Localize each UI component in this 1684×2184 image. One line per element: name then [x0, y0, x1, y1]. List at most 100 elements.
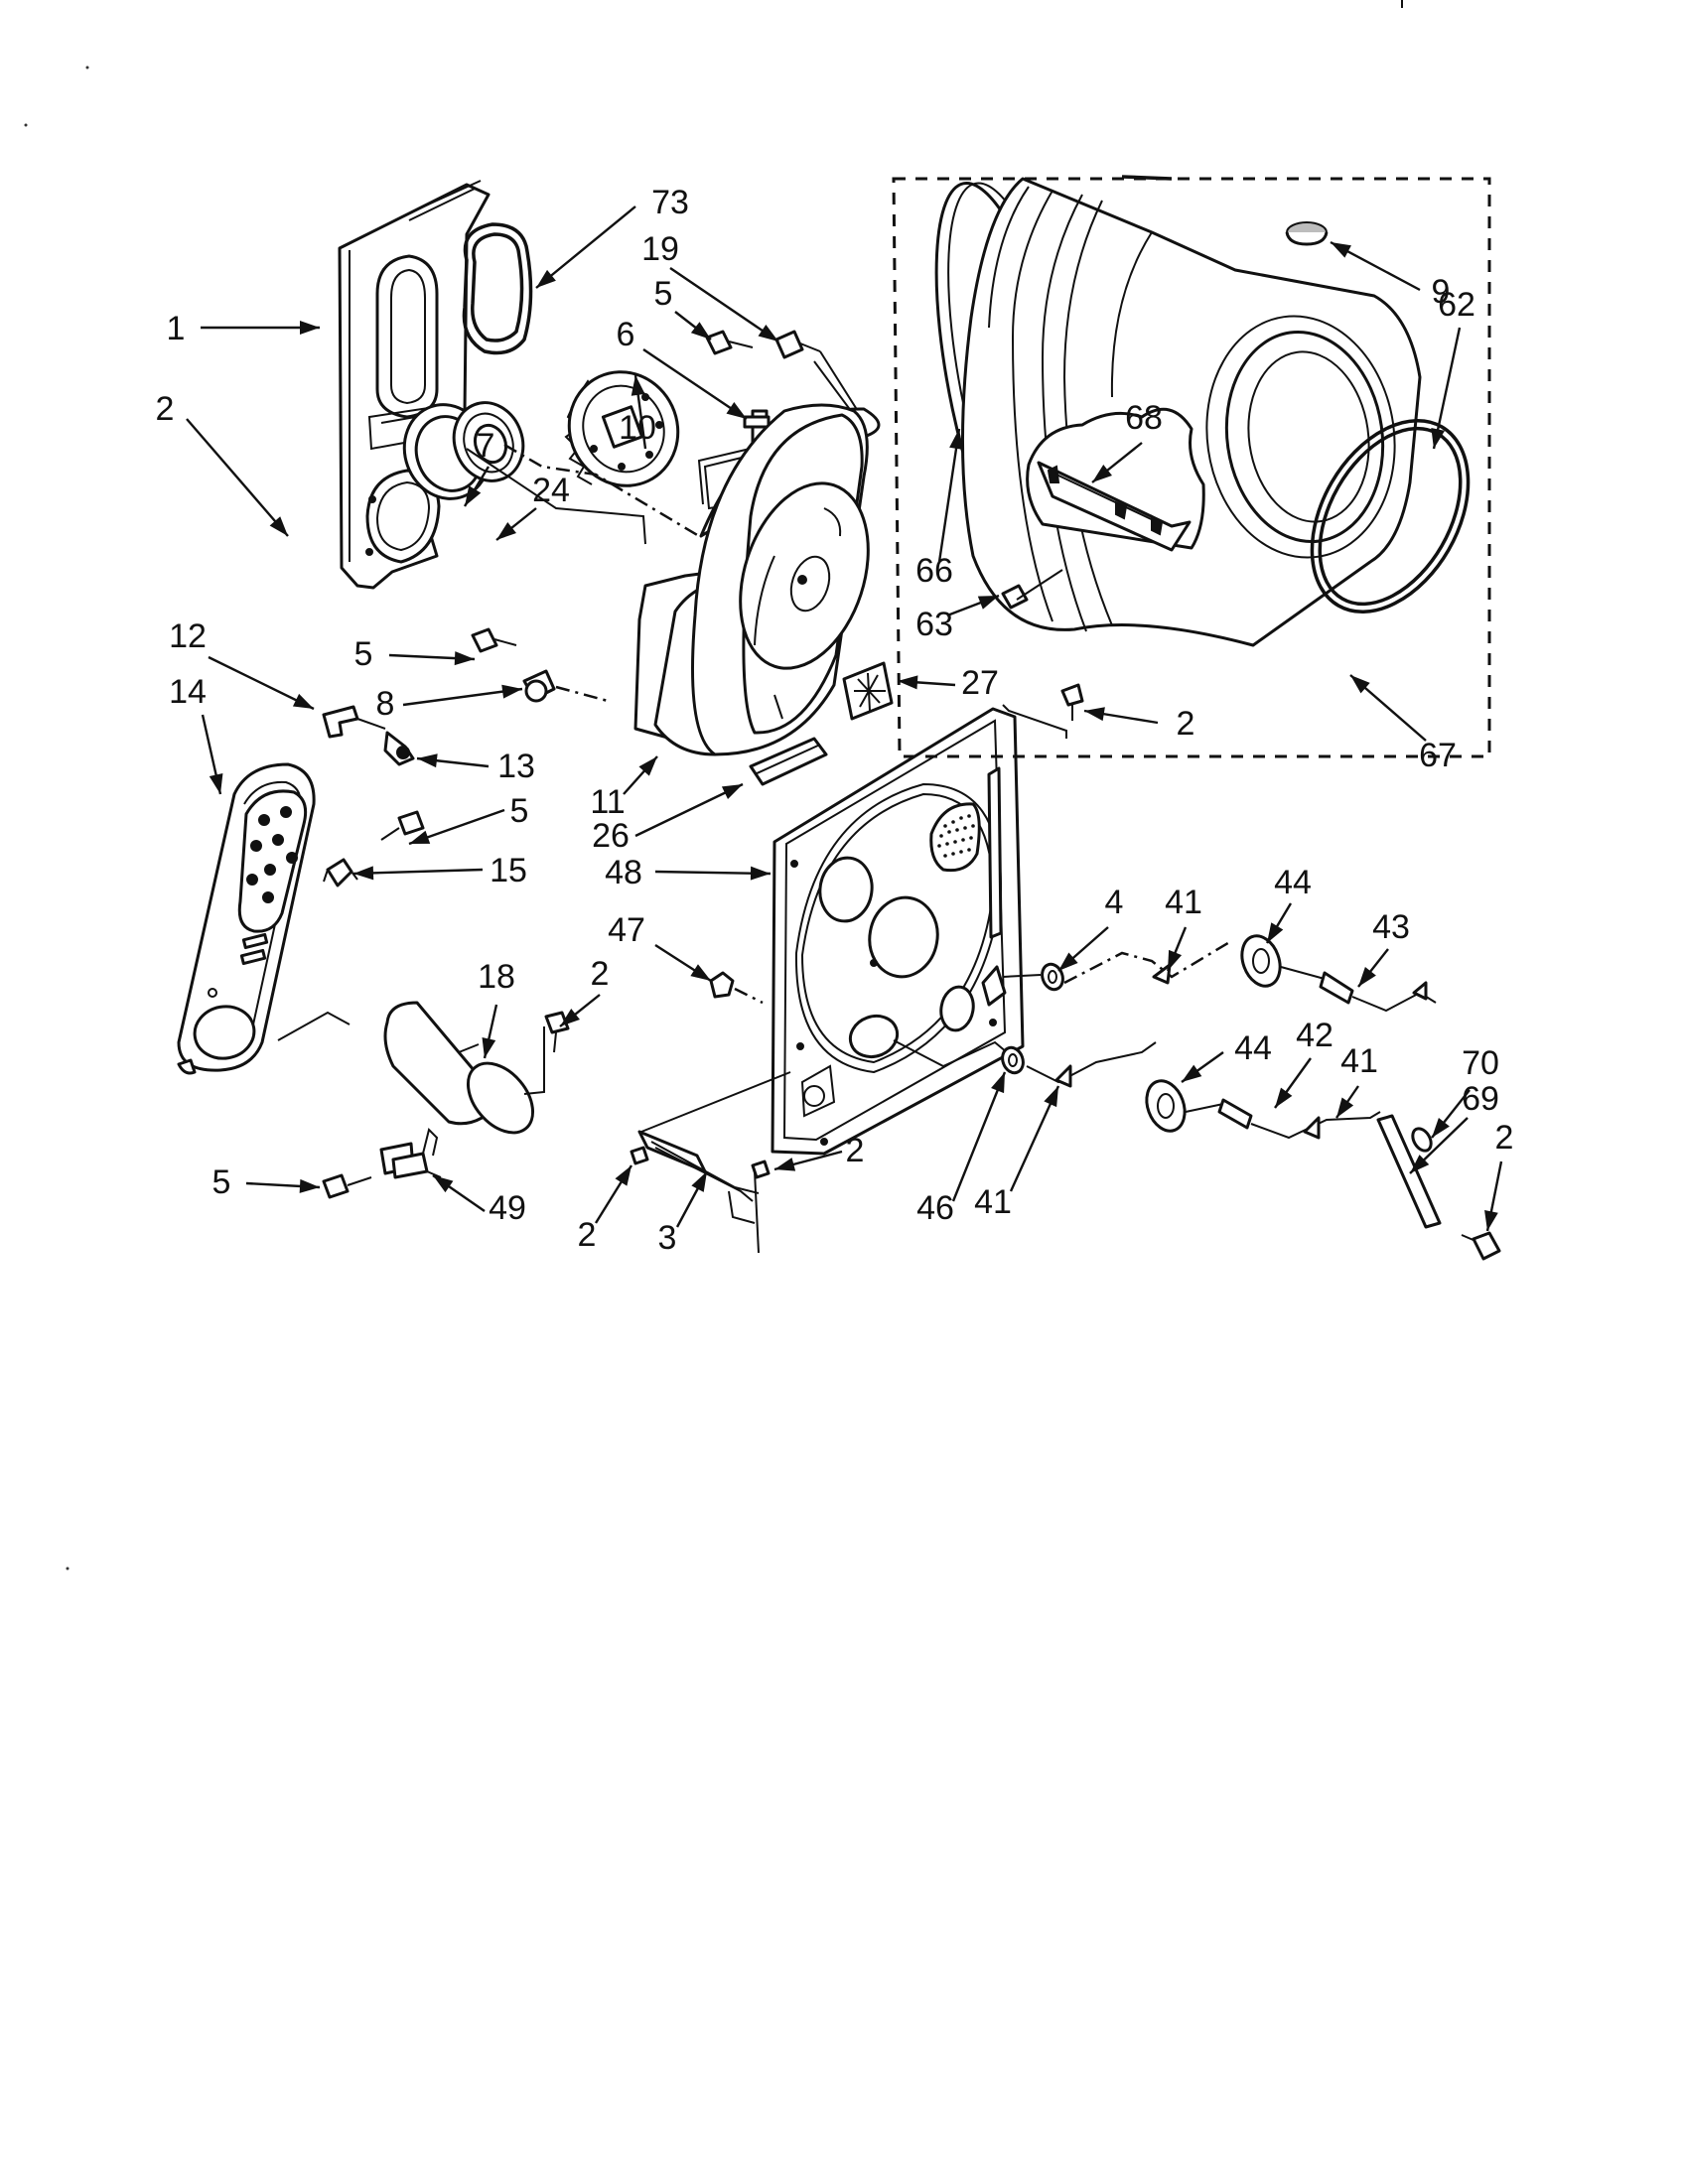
leader-c46 — [951, 1071, 1007, 1202]
arrowhead-c70 — [1432, 1117, 1450, 1138]
slide-part-26 — [749, 737, 828, 786]
clip-part-15 — [323, 858, 358, 887]
arrowhead-c66 — [949, 429, 963, 450]
callout-c41b: 41 — [1340, 1042, 1378, 1080]
arrowhead-c27 — [898, 675, 918, 690]
nut-part-47 — [709, 971, 764, 1005]
arrowhead-c2c — [1084, 707, 1105, 722]
arrowhead-c3 — [691, 1171, 707, 1192]
screw-part-5-top — [705, 330, 754, 355]
callout-c43: 43 — [1372, 908, 1410, 946]
arrowhead-c5a — [690, 322, 711, 340]
callout-c2e: 2 — [846, 1132, 865, 1169]
callout-c44b: 44 — [1234, 1029, 1272, 1067]
arrowhead-c48 — [750, 866, 771, 881]
arrowhead-c9 — [1331, 242, 1351, 258]
callout-c2d: 2 — [1495, 1119, 1514, 1157]
callout-c42: 42 — [1296, 1017, 1333, 1054]
leader-c73 — [535, 205, 636, 289]
arrowhead-c47 — [690, 964, 711, 981]
rear-bulkhead-part-48 — [771, 707, 1025, 1156]
arrowhead-c19 — [758, 324, 778, 341]
screw-part-5-mid — [471, 627, 517, 653]
callout-c73: 73 — [651, 184, 689, 221]
callout-c41c: 41 — [974, 1183, 1012, 1221]
screw-part-63 — [1001, 569, 1063, 610]
arrowhead-c13 — [417, 753, 438, 768]
arrowhead-c26 — [721, 784, 743, 799]
screw-part-5-lint — [380, 810, 425, 841]
roller-assembly-lower — [893, 1039, 1501, 1261]
arrowhead-c14 — [209, 772, 223, 794]
arrowhead-c41a — [1168, 949, 1183, 971]
screw-part-13 — [383, 731, 415, 766]
callout-c18: 18 — [478, 958, 515, 996]
arrowhead-c1 — [300, 321, 320, 335]
leader-c6 — [642, 348, 748, 420]
front-bulkhead-part-1 — [338, 180, 491, 590]
callout-c9: 9 — [1432, 273, 1451, 311]
callout-c13: 13 — [497, 748, 535, 785]
screw-part-19 — [774, 330, 821, 359]
bracket-part-49 — [379, 1128, 442, 1179]
callout-c4: 4 — [1105, 884, 1124, 921]
leader-c2a — [186, 418, 289, 537]
arrowhead-c43 — [1358, 966, 1376, 987]
callout-c47: 47 — [608, 911, 645, 949]
thermal-label-part-27 — [842, 661, 894, 721]
callout-c48: 48 — [605, 854, 642, 891]
arrowhead-c62 — [1431, 427, 1446, 449]
arrowhead-c24 — [496, 522, 516, 540]
callout-c2f: 2 — [578, 1216, 597, 1254]
screw-part-2-duct — [544, 1011, 570, 1053]
callout-c27: 27 — [961, 664, 999, 702]
callout-c66: 66 — [915, 552, 953, 590]
callout-c2c: 2 — [1177, 705, 1195, 743]
arrowhead-c46 — [991, 1072, 1005, 1094]
arrowhead-c15 — [353, 866, 374, 881]
arrowhead-c5d — [299, 1178, 320, 1193]
arrowhead-c2d — [1484, 1210, 1498, 1231]
arrowhead-c41c — [1044, 1086, 1058, 1108]
callout-c6: 6 — [617, 316, 635, 353]
arrowhead-c68 — [1092, 465, 1112, 482]
callout-c11: 11 — [590, 783, 625, 821]
arrowhead-c42 — [1275, 1087, 1293, 1108]
callout-c5c: 5 — [510, 792, 529, 830]
leader-c66 — [937, 428, 961, 563]
callout-c5a: 5 — [654, 275, 673, 313]
drum-assembly-box-part-67 — [892, 175, 1491, 758]
arrowhead-c11 — [638, 756, 657, 776]
callout-c10: 10 — [619, 409, 656, 447]
callout-c3: 3 — [658, 1219, 677, 1257]
callout-c2a: 2 — [156, 390, 175, 428]
callout-c5d: 5 — [212, 1163, 231, 1201]
idler-pulley-part-8 — [522, 669, 609, 703]
arrowhead-c10 — [631, 375, 645, 396]
callout-c67: 67 — [1419, 737, 1457, 774]
felt-seal-part-73 — [462, 222, 533, 355]
callout-c46: 46 — [916, 1189, 954, 1227]
callout-c15: 15 — [490, 852, 527, 889]
callout-c12: 12 — [169, 617, 207, 655]
arrowhead-c44a — [1267, 922, 1284, 943]
callout-c69: 69 — [1462, 1080, 1499, 1118]
arrowhead-c12 — [292, 693, 314, 709]
arrowhead-c5c — [409, 830, 431, 844]
arrowhead-c2e — [774, 1158, 796, 1171]
duct-part-18 — [383, 1001, 545, 1135]
arrowhead-c5b — [454, 651, 475, 666]
callout-c5b: 5 — [354, 635, 373, 673]
arrowhead-c6 — [726, 402, 747, 419]
arrowhead-c44b — [1182, 1064, 1202, 1082]
arrowhead-c18 — [482, 1036, 496, 1058]
arrowhead-c2a — [269, 516, 288, 536]
callout-c8: 8 — [376, 685, 395, 723]
screw-part-2-harness-b — [751, 1160, 771, 1179]
callout-c2b: 2 — [591, 955, 610, 993]
arrowhead-c49 — [433, 1175, 454, 1193]
screw-part-5-bottom — [322, 1173, 372, 1199]
callout-c26: 26 — [592, 817, 630, 855]
